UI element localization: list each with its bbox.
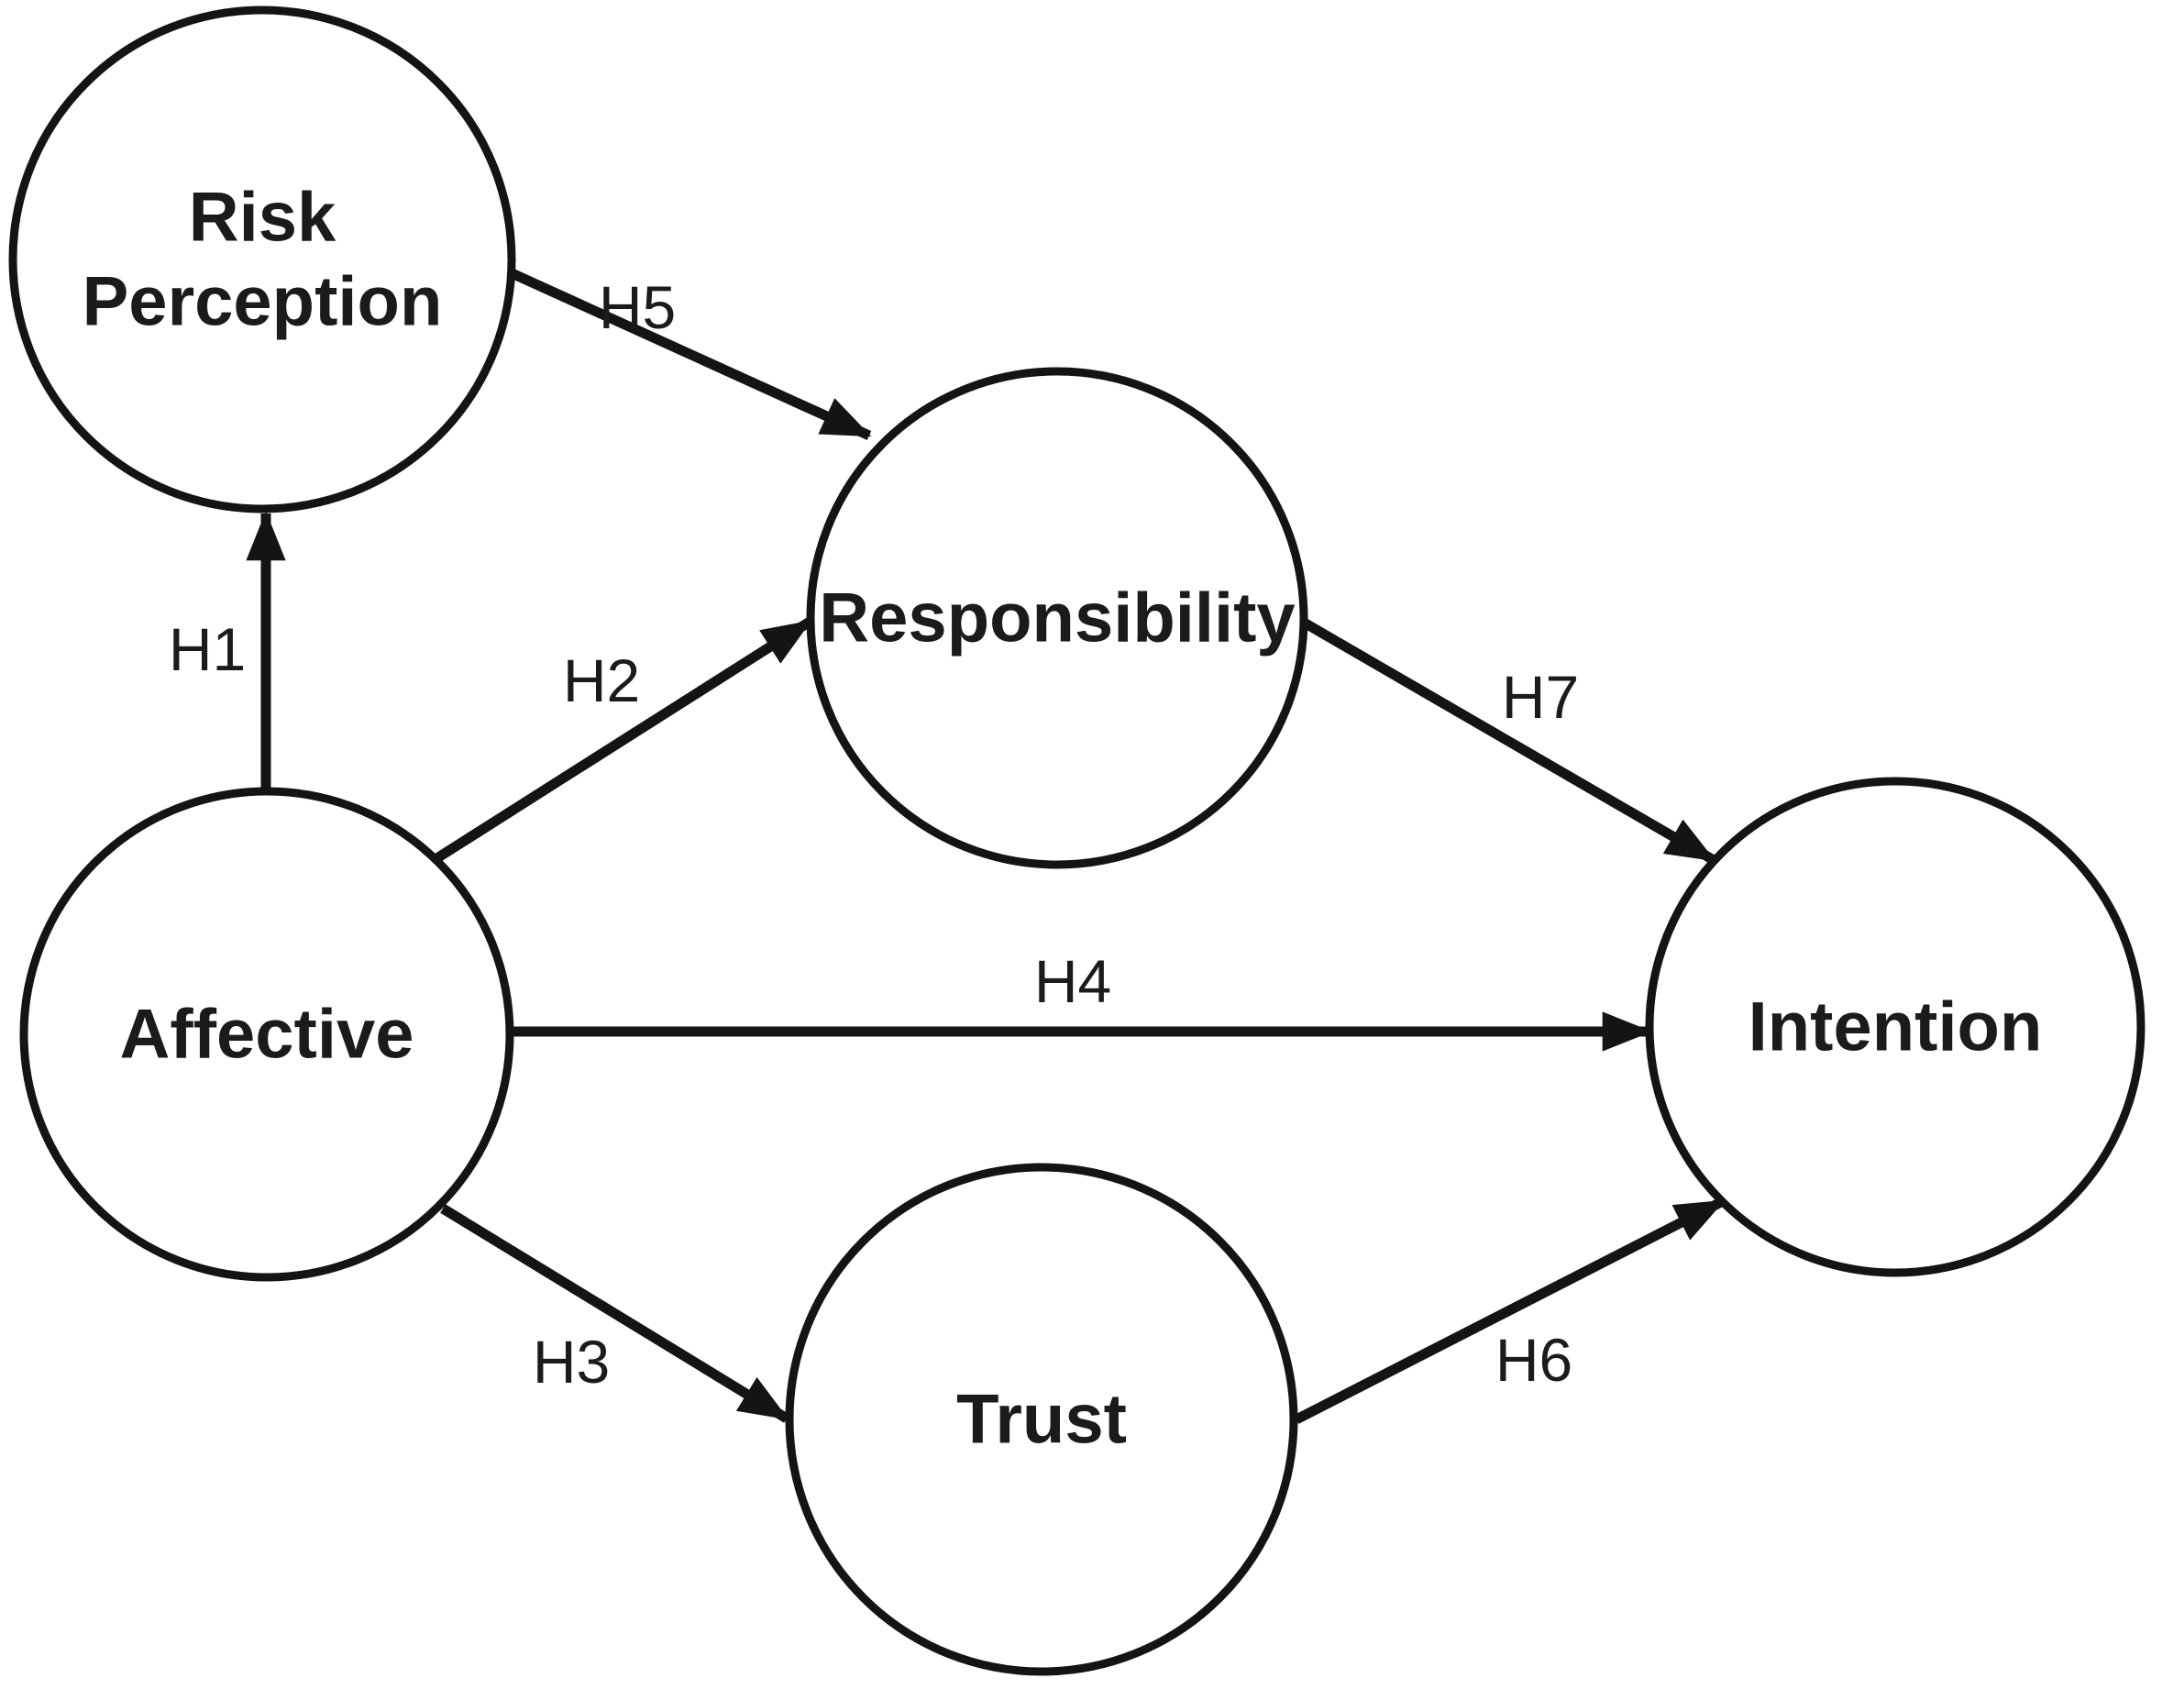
node-label-affective: Affective	[120, 996, 414, 1074]
node-label-line: Risk	[189, 179, 336, 257]
edge-label-H6: H6	[1495, 1326, 1572, 1394]
node-label-line: Trust	[956, 1381, 1127, 1459]
edge-arrow-H6	[1294, 1197, 1726, 1424]
node-label-responsibility: Responsibility	[819, 580, 1295, 657]
edge-label-H5: H5	[599, 273, 676, 341]
edge-arrow-H2	[433, 617, 812, 864]
node-label-line: Intention	[1748, 988, 2043, 1066]
node-circle-affective	[19, 787, 514, 1282]
node-label-intention: Intention	[1748, 988, 2043, 1066]
node-label-line: Responsibility	[819, 580, 1295, 657]
edge-label-H3: H3	[533, 1328, 610, 1396]
edge-arrow-H3	[440, 1204, 789, 1423]
node-circle-responsibility	[806, 367, 1308, 869]
node-label-line: Perception	[83, 263, 443, 341]
node-label-line: Affective	[120, 996, 414, 1074]
edge-label-H7: H7	[1502, 663, 1579, 731]
edge-label-H4: H4	[1034, 947, 1111, 1015]
edges-layer	[246, 267, 1726, 1424]
node-label-trust: Trust	[956, 1381, 1127, 1459]
node-circle-intention	[1645, 777, 2145, 1277]
edge-label-H2: H2	[563, 646, 640, 714]
edge-label-H1: H1	[169, 615, 246, 683]
node-circle-risk_perception	[8, 6, 516, 513]
edge-arrow-H7	[1303, 619, 1716, 865]
edge-arrow-H5	[507, 267, 872, 441]
node-circle-trust	[785, 1163, 1298, 1676]
